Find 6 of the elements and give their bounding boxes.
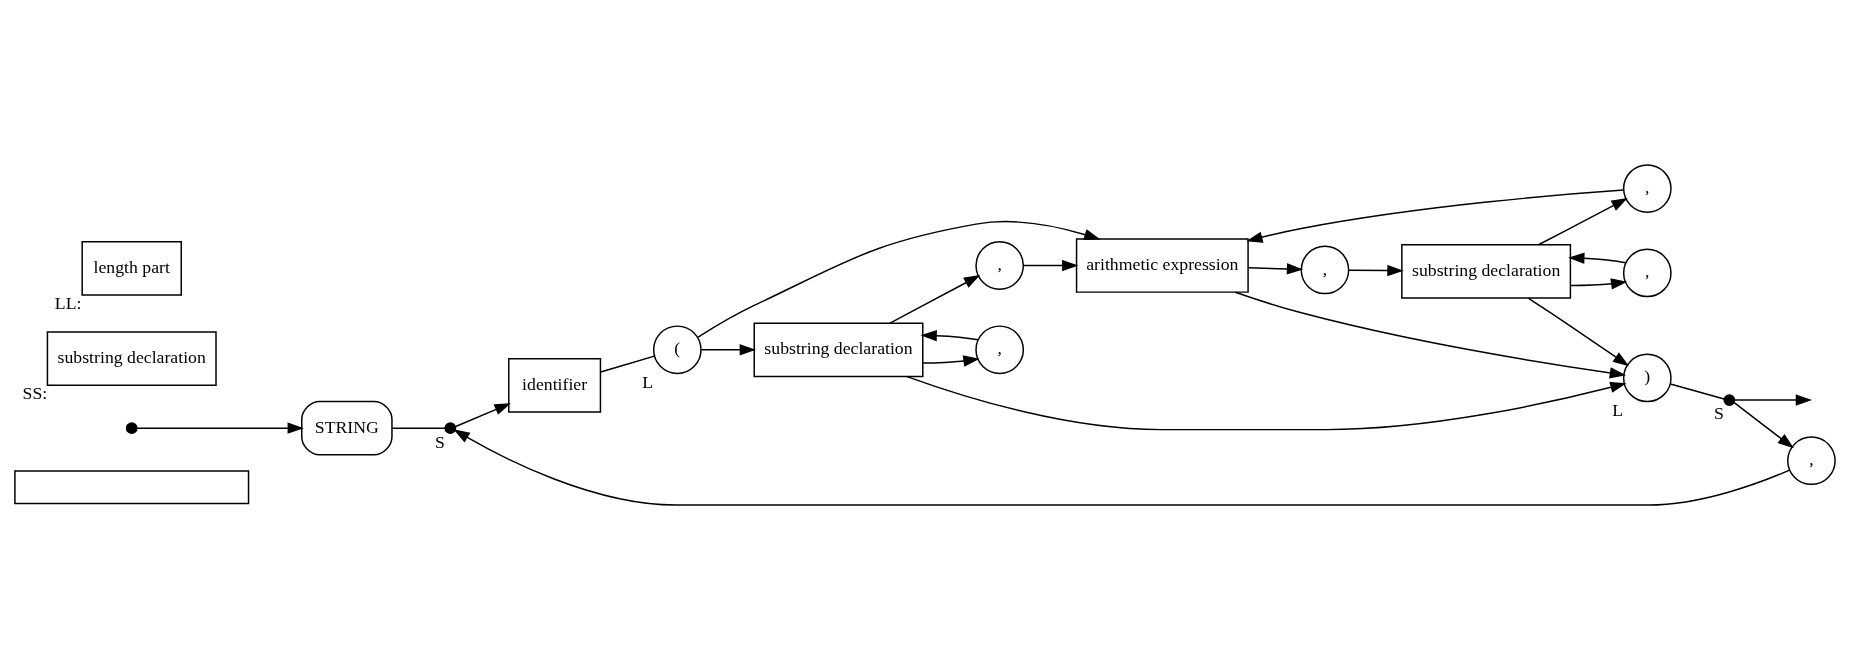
node-label: SS: [22,382,47,403]
node-label: S [434,431,445,452]
node-label: L [1611,399,1623,420]
node-label: S [1713,402,1724,423]
node-label: L [641,371,653,392]
node-label: LL: [54,292,81,313]
